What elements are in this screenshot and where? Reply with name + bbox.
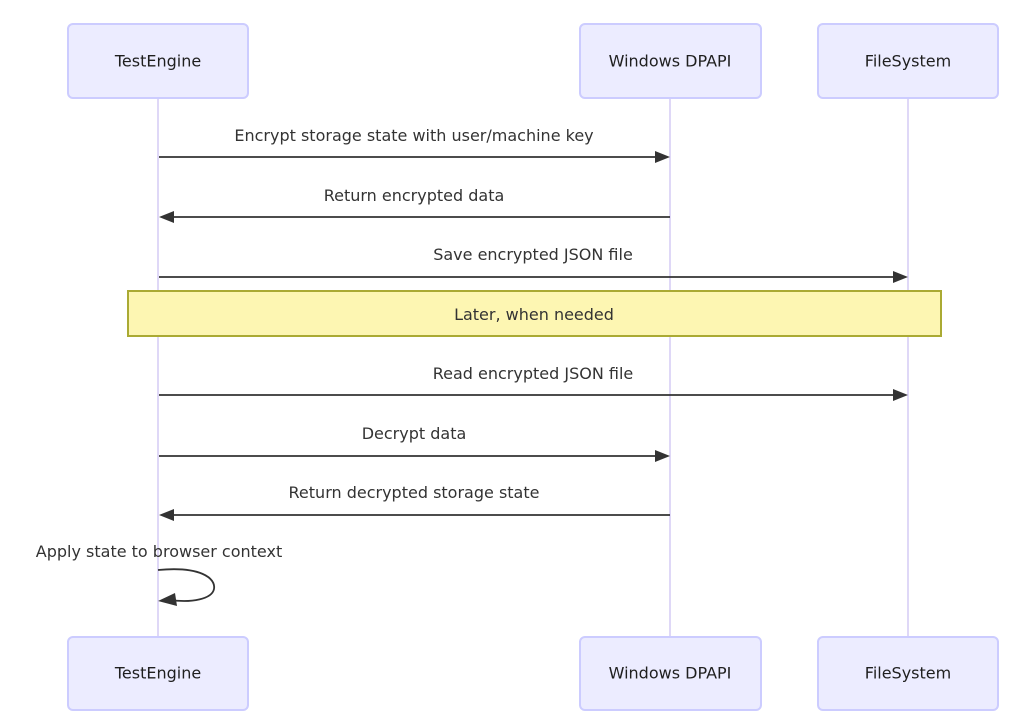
participant-box-windows-dpapi-bottom[interactable]: [579, 636, 762, 711]
arrow-head-left-icon: [159, 509, 174, 521]
participant-label-testengine: TestEngine: [114, 52, 201, 71]
message-2: Return encrypted data: [159, 186, 670, 223]
participant-footer-filesystem[interactable]: FileSystem: [817, 636, 999, 711]
participant-header-windows-dpapi[interactable]: Windows DPAPI: [579, 23, 762, 99]
participant-box-filesystem[interactable]: [817, 23, 999, 99]
participant-label-filesystem: FileSystem: [865, 52, 951, 71]
note-label: Later, when needed: [454, 305, 614, 324]
lifeline-group: [157, 98, 909, 637]
participant-label-windows-dpapi: Windows DPAPI: [609, 52, 732, 71]
arrow-head-right-icon: [893, 271, 908, 283]
message-label-1: Encrypt storage state with user/machine …: [234, 126, 593, 145]
message-4: Read encrypted JSON file: [159, 364, 908, 401]
message-3: Save encrypted JSON file: [159, 245, 908, 283]
message-label-5: Decrypt data: [362, 424, 467, 443]
participant-label-windows-dpapi-bottom: Windows DPAPI: [609, 664, 732, 683]
message-label-4: Read encrypted JSON file: [433, 364, 634, 383]
participant-footer-windows-dpapi[interactable]: Windows DPAPI: [579, 636, 762, 711]
arrow-head-left-icon: [159, 211, 174, 223]
participant-box-testengine[interactable]: [67, 23, 249, 99]
message-label-3: Save encrypted JSON file: [433, 245, 633, 264]
message-1: Encrypt storage state with user/machine …: [159, 126, 670, 163]
participant-box-testengine-bottom[interactable]: [67, 636, 249, 711]
participant-label-testengine-bottom: TestEngine: [114, 664, 201, 683]
message-5: Decrypt data: [159, 424, 670, 462]
arrow-head-left-icon: [158, 593, 177, 606]
participant-box-windows-dpapi[interactable]: [579, 23, 762, 99]
message-label-2: Return encrypted data: [324, 186, 505, 205]
arrow-head-right-icon: [655, 151, 670, 163]
self-loop-path: [157, 568, 215, 602]
arrow-head-right-icon: [655, 450, 670, 462]
participant-header-filesystem[interactable]: FileSystem: [817, 23, 999, 99]
participant-box-filesystem-bottom[interactable]: [817, 636, 999, 711]
arrow-head-right-icon: [893, 389, 908, 401]
note-later-when-needed: Later, when needed: [127, 290, 942, 337]
participant-header-testengine[interactable]: TestEngine: [67, 23, 249, 99]
participant-footer-testengine[interactable]: TestEngine: [67, 636, 249, 711]
message-label-7: Apply state to browser context: [36, 542, 282, 561]
note-box: [127, 290, 942, 337]
message-7-self-loop: Apply state to browser context: [36, 542, 282, 606]
message-label-6: Return decrypted storage state: [289, 483, 540, 502]
participant-label-filesystem-bottom: FileSystem: [865, 664, 951, 683]
message-6: Return decrypted storage state: [159, 483, 670, 521]
